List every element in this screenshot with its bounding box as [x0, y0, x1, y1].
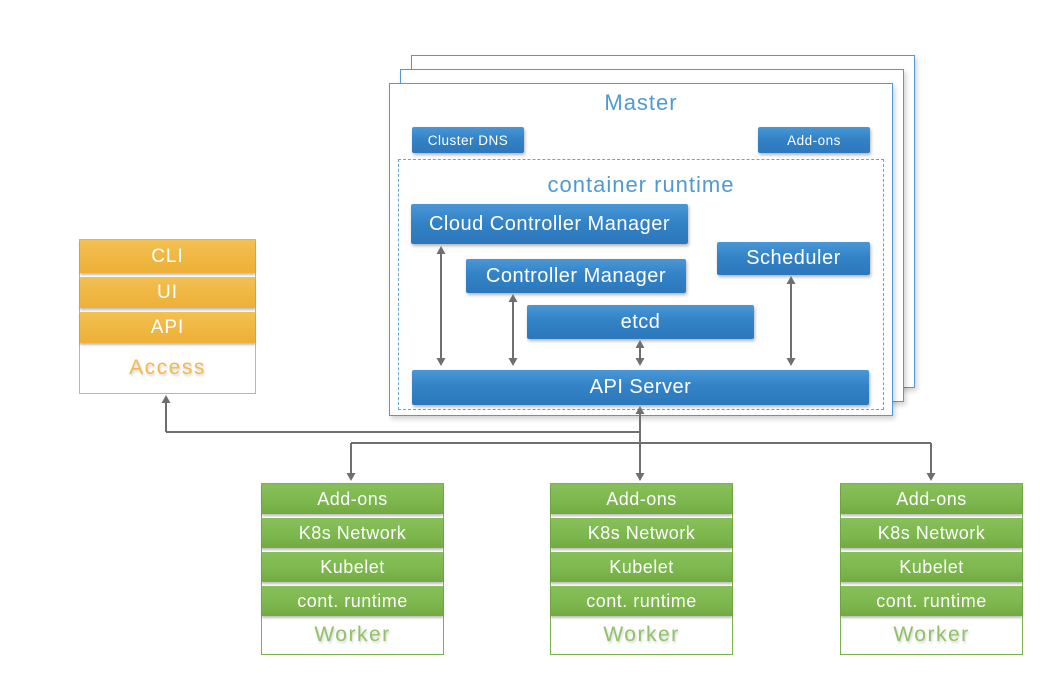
worker-stack-2: Add-ons K8s Network Kubelet cont. runtim… — [550, 483, 733, 655]
access-row-ui: UI — [80, 277, 255, 308]
worker2-row-addons: Add-ons — [551, 484, 732, 514]
access-stack: CLI UI API Access — [79, 239, 256, 394]
master-addons-box: Add-ons — [758, 127, 870, 153]
access-label: Access — [129, 356, 206, 379]
worker3-row-addons: Add-ons — [841, 484, 1022, 514]
scheduler-box: Scheduler — [717, 242, 870, 275]
worker2-row-cont-runtime: cont. runtime — [551, 586, 732, 616]
worker1-row-k8s-network: K8s Network — [262, 518, 443, 548]
worker1-row-kubelet: Kubelet — [262, 552, 443, 582]
etcd-box: etcd — [527, 305, 754, 339]
master-title: Master — [604, 90, 678, 115]
worker3-label: Worker — [893, 623, 970, 646]
worker3-row-k8s-network: K8s Network — [841, 518, 1022, 548]
worker3-row-cont-runtime: cont. runtime — [841, 586, 1022, 616]
worker3-row-kubelet: Kubelet — [841, 552, 1022, 582]
worker2-row-k8s-network: K8s Network — [551, 518, 732, 548]
container-runtime-title: container runtime — [547, 172, 735, 197]
controller-manager-box: Controller Manager — [466, 259, 686, 293]
worker-stack-3: Add-ons K8s Network Kubelet cont. runtim… — [840, 483, 1023, 655]
access-row-api: API — [80, 312, 255, 343]
worker2-row-kubelet: Kubelet — [551, 552, 732, 582]
worker2-label: Worker — [603, 623, 680, 646]
worker1-row-addons: Add-ons — [262, 484, 443, 514]
cloud-controller-manager-box: Cloud Controller Manager — [411, 204, 688, 244]
worker1-row-cont-runtime: cont. runtime — [262, 586, 443, 616]
cluster-dns-box: Cluster DNS — [412, 127, 524, 153]
access-row-cli: CLI — [80, 240, 255, 273]
master-box: Master Cluster DNS Add-ons container run… — [389, 83, 893, 416]
worker1-label: Worker — [314, 623, 391, 646]
worker-stack-1: Add-ons K8s Network Kubelet cont. runtim… — [261, 483, 444, 655]
container-runtime-box: container runtime Cloud Controller Manag… — [398, 159, 884, 410]
api-server-box: API Server — [412, 370, 869, 405]
